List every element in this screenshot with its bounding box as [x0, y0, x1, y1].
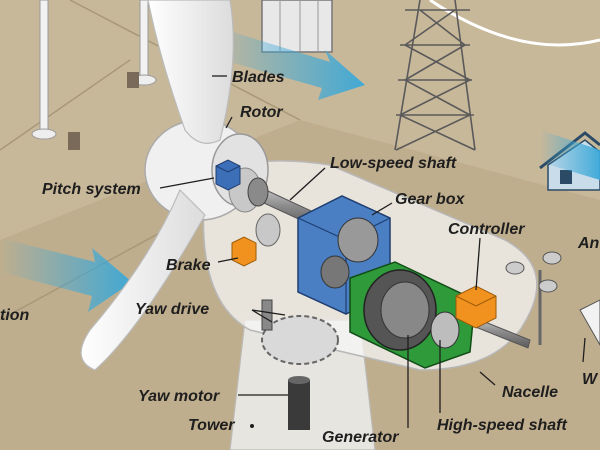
label-wind-direction: tion — [0, 307, 30, 324]
blade-upper — [147, 0, 234, 144]
power-pylon — [394, 0, 476, 151]
blade-lower — [80, 188, 206, 371]
label-generator: Generator — [322, 429, 399, 446]
yaw-drive-gear — [261, 299, 339, 365]
label-wind-vane: W — [582, 371, 599, 388]
pitch-system-unit — [215, 159, 241, 191]
label-low-speed-shaft: Low-speed shaft — [330, 155, 457, 172]
label-controller: Controller — [448, 221, 525, 238]
background-building — [261, 0, 333, 53]
label-rotor: Rotor — [240, 104, 283, 121]
label-yaw-drive: Yaw drive — [135, 301, 209, 318]
tower-pointer-dot — [250, 424, 254, 428]
label-gear-box: Gear box — [395, 191, 465, 208]
background-turbine-mid — [127, 0, 157, 88]
label-anemometer: An — [577, 235, 600, 252]
wind-arrow-lower — [0, 238, 132, 312]
label-nacelle: Nacelle — [502, 384, 558, 401]
field-line — [0, 59, 131, 151]
wind-arrow-right — [540, 130, 600, 180]
yaw-motor-body — [288, 380, 310, 430]
generator-unit — [349, 261, 476, 369]
label-pitch-system: Pitch system — [42, 181, 141, 198]
anemometer — [505, 251, 562, 345]
label-yaw-motor: Yaw motor — [138, 388, 220, 405]
leader-lines — [159, 75, 586, 428]
background-turbine-left — [31, 0, 80, 150]
label-blades: Blades — [232, 69, 285, 86]
label-high-speed-shaft: High-speed shaft — [437, 417, 567, 434]
brake-unit — [231, 213, 281, 267]
blades — [80, 0, 234, 371]
wind-vane — [579, 299, 600, 347]
wind-arrow-upper — [205, 25, 365, 100]
label-brake: Brake — [166, 257, 211, 274]
label-tower: Tower — [188, 417, 235, 434]
